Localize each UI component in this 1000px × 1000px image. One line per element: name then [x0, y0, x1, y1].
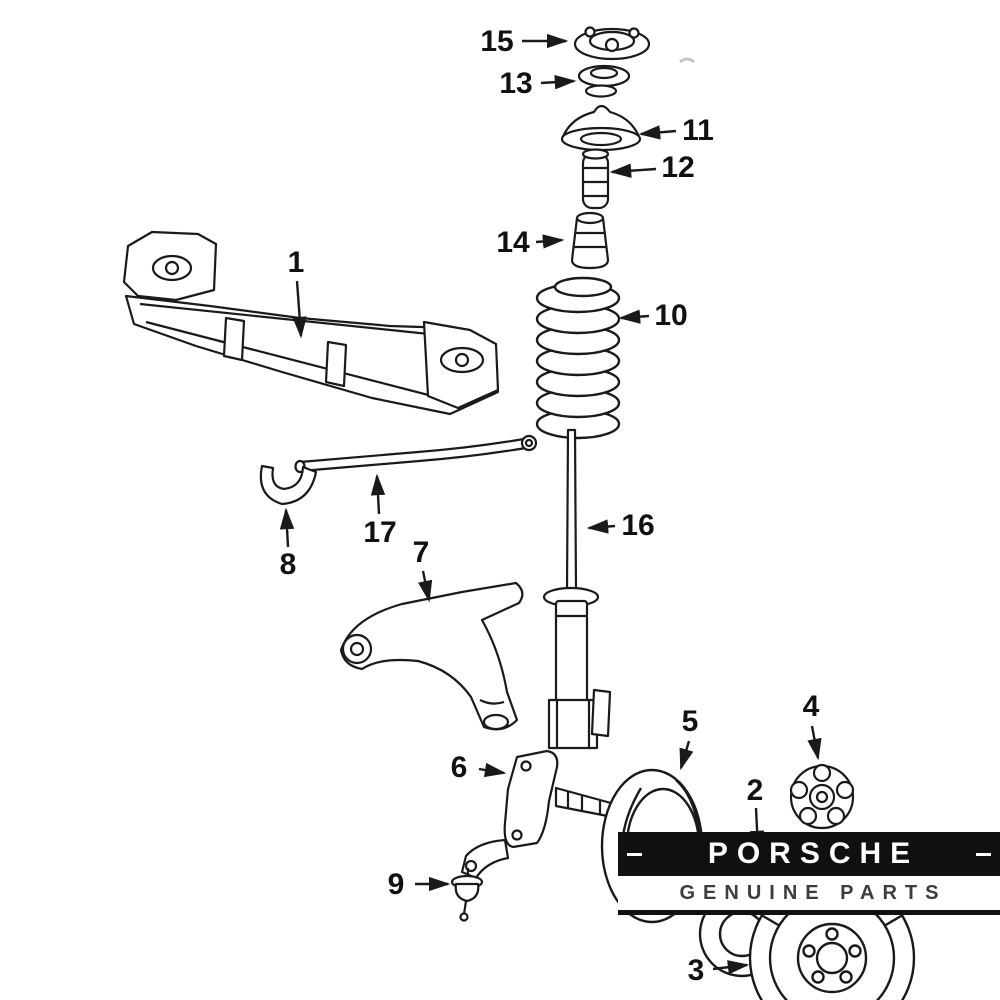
- part-label-17: 17: [363, 516, 397, 549]
- arrow-13: [540, 74, 577, 90]
- banner-tagline-bar: GENUINE PARTS: [618, 876, 1000, 910]
- part-label-5: 5: [681, 705, 699, 738]
- porsche-banner: PORSCHE GENUINE PARTS: [618, 832, 1000, 915]
- arrow-4: [807, 725, 822, 761]
- brand-tagline: GENUINE PARTS: [679, 881, 947, 904]
- arrow-3: [712, 960, 750, 975]
- part-16-strut: [542, 428, 612, 750]
- part-15-strut-mount: [573, 26, 651, 61]
- part-17-stabilizer-bar: [294, 434, 538, 474]
- part-11-upper-spring-seat: [560, 104, 642, 152]
- arrow-8: [279, 507, 295, 548]
- arrow-16: [586, 519, 616, 534]
- arrow-14: [535, 234, 565, 249]
- part-label-8: 8: [279, 548, 297, 581]
- part-7-control-arm: [339, 581, 524, 731]
- arrow-11: [638, 125, 677, 140]
- part-label-11: 11: [682, 114, 714, 147]
- part-13-strut-bearing: [577, 64, 631, 98]
- part-label-7: 7: [412, 536, 430, 569]
- part-label-1: 1: [287, 246, 305, 279]
- part-label-12: 12: [661, 151, 695, 184]
- part-label-6: 6: [450, 751, 468, 784]
- porsche-logo-bar: PORSCHE: [618, 832, 1000, 876]
- part-1-crossmember: [122, 230, 500, 416]
- banner-left-dash: [627, 852, 642, 856]
- part-label-3: 3: [687, 954, 705, 987]
- part-label-9: 9: [387, 868, 405, 901]
- arrow-1: [292, 280, 307, 339]
- arrow-5: [679, 740, 694, 771]
- arrow-7: [418, 570, 433, 603]
- arrow-6: [478, 762, 507, 778]
- part-label-15: 15: [480, 25, 514, 58]
- arrow-17: [370, 473, 386, 515]
- part-label-10: 10: [654, 299, 688, 332]
- arrow-10: [618, 309, 650, 324]
- smudge-artifact: [679, 57, 695, 64]
- part-4-wheel-hub: [789, 763, 855, 830]
- part-label-16: 16: [621, 509, 655, 542]
- part-label-4: 4: [802, 690, 820, 723]
- banner-right-dash: [975, 852, 991, 856]
- part-label-14: 14: [496, 226, 530, 259]
- part-label-2: 2: [746, 774, 764, 807]
- arrow-12: [609, 163, 657, 178]
- part-9-ball-joint: [450, 868, 484, 922]
- banner-rule: [618, 910, 1000, 915]
- part-8-stabilizer-bushing-bracket: [259, 464, 318, 506]
- part-12-bump-stop: [581, 148, 610, 210]
- brand-name: PORSCHE: [707, 837, 920, 870]
- part-label-13: 13: [499, 67, 533, 100]
- callout-arrows: [279, 33, 822, 975]
- part-10-coil-spring: [535, 276, 621, 440]
- part-14-dust-boot: [570, 211, 610, 270]
